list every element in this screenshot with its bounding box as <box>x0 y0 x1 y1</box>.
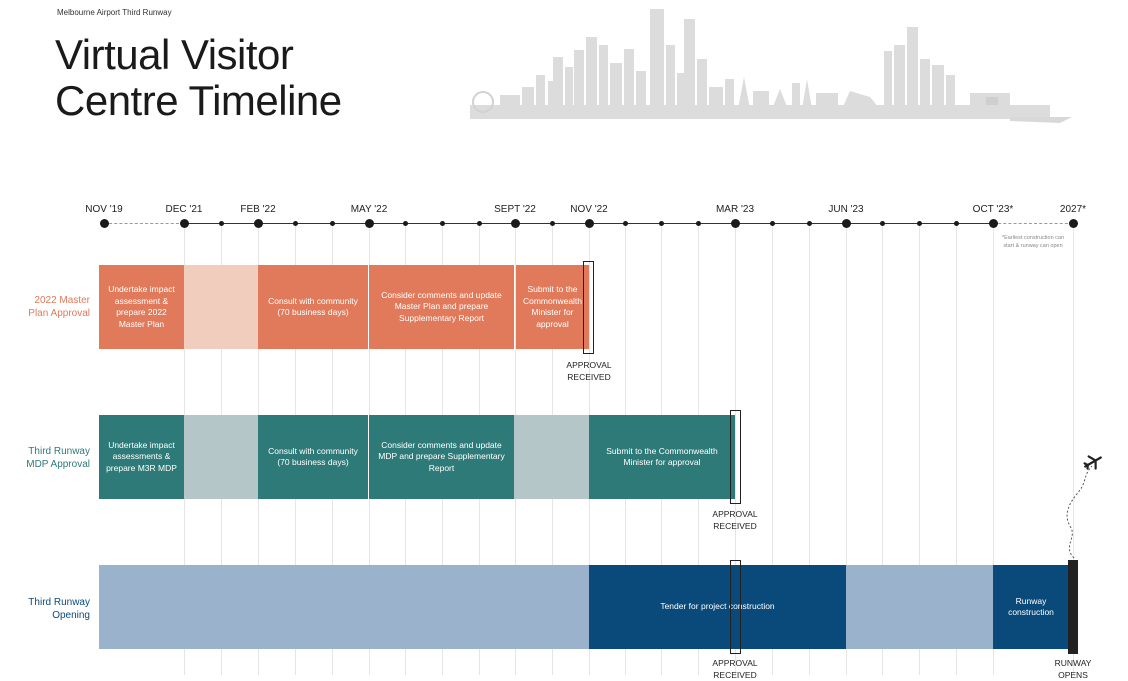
axis-dot-major <box>180 219 189 228</box>
master-plan-segment-assessment: Undertake impact assessment & prepare 20… <box>99 265 184 349</box>
axis-dot-major <box>989 219 998 228</box>
axis-dot-major <box>365 219 374 228</box>
axis-dot-minor <box>696 221 701 226</box>
axis-dot-minor <box>440 221 445 226</box>
axis-dashed-segment <box>993 223 1073 224</box>
milestone-line: RECEIVED <box>712 670 757 681</box>
axis-dot-major <box>100 219 109 228</box>
footnote: *Earliest construction can start & runwa… <box>998 234 1068 250</box>
axis-dot-minor <box>219 221 224 226</box>
axis-dot-minor <box>917 221 922 226</box>
tick-label-2027: 2027* <box>1060 204 1086 215</box>
tick-label-nov-19: NOV '19 <box>85 204 122 215</box>
runway-opens-label: RUNWAY OPENS <box>1055 658 1092 681</box>
tick-label-oct-23: OCT '23* <box>973 204 1014 215</box>
row-label-mdp: Third Runway MDP Approval <box>14 445 90 471</box>
tick-label-may-22: MAY '22 <box>351 204 388 215</box>
axis-dashed-segment <box>104 223 184 224</box>
axis-dot-major <box>1069 219 1078 228</box>
title-line-1: Virtual Visitor <box>55 32 342 78</box>
opening-segment-gap <box>846 565 993 649</box>
axis-dot-major <box>731 219 740 228</box>
axis-dot-minor <box>659 221 664 226</box>
axis-dot-minor <box>330 221 335 226</box>
axis-dot-major <box>254 219 263 228</box>
runway-opens-marker <box>1068 560 1078 654</box>
tick-label-mar-23: MAR '23 <box>716 204 754 215</box>
axis-dot-major <box>585 219 594 228</box>
master-plan-approval-label: APPROVAL RECEIVED <box>566 360 611 383</box>
opening-segment-construction: Runway construction <box>993 565 1069 649</box>
mdp-segment-assessment: Undertake impact assessments & prepare M… <box>99 415 184 499</box>
row-label-master-plan: 2022 Master Plan Approval <box>14 294 90 320</box>
opening-segment-lead <box>99 565 589 649</box>
city-skyline-icon <box>450 5 1075 123</box>
row-label-opening: Third Runway Opening <box>14 596 90 622</box>
mdp-gap <box>514 415 589 499</box>
milestone-line: RECEIVED <box>712 521 757 533</box>
page-title: Virtual Visitor Centre Timeline <box>55 32 342 124</box>
tick-label-nov-22: NOV '22 <box>570 204 607 215</box>
axis-dot-major <box>511 219 520 228</box>
tick-label-jun-23: JUN '23 <box>828 204 863 215</box>
opening-segment-tender: Tender for project construction <box>589 565 846 649</box>
tick-label-feb-22: FEB '22 <box>240 204 275 215</box>
axis-dot-minor <box>807 221 812 226</box>
milestone-line: OPENS <box>1055 670 1092 681</box>
milestone-line: RUNWAY <box>1055 658 1092 670</box>
milestone-line: APPROVAL <box>712 658 757 670</box>
axis-dot-minor <box>550 221 555 226</box>
mdp-segment-submit: Submit to the Commonwealth Minister for … <box>589 415 735 499</box>
axis-dot-minor <box>293 221 298 226</box>
mdp-segment-update: Consider comments and update MDP and pre… <box>369 415 514 499</box>
mdp-approval-marker <box>730 410 741 504</box>
axis-dot-minor <box>623 221 628 226</box>
opening-approval-label: APPROVAL RECEIVED <box>712 658 757 681</box>
mdp-approval-label: APPROVAL RECEIVED <box>712 509 757 532</box>
mdp-gap <box>184 415 258 499</box>
axis-dot-minor <box>880 221 885 226</box>
milestone-line: APPROVAL <box>566 360 611 372</box>
master-plan-segment-consult: Consult with community (70 business days… <box>258 265 368 349</box>
axis-dot-minor <box>403 221 408 226</box>
master-plan-segment-submit: Submit to the Commonwealth Minister for … <box>516 265 589 349</box>
axis-dot-minor <box>477 221 482 226</box>
axis-dot-major <box>842 219 851 228</box>
tick-label-dec-21: DEC '21 <box>166 204 203 215</box>
master-plan-segment-update: Consider comments and update Master Plan… <box>369 265 514 349</box>
master-plan-gap <box>184 265 258 349</box>
document-subtitle: Melbourne Airport Third Runway <box>57 8 172 17</box>
tick-label-sept-22: SEPT '22 <box>494 204 536 215</box>
milestone-line: RECEIVED <box>566 372 611 384</box>
axis-dot-minor <box>770 221 775 226</box>
airplane-icon <box>1060 450 1110 560</box>
opening-approval-marker <box>730 560 741 654</box>
mdp-segment-consult: Consult with community (70 business days… <box>258 415 368 499</box>
title-line-2: Centre Timeline <box>55 78 342 124</box>
master-plan-approval-marker <box>583 261 594 354</box>
milestone-line: APPROVAL <box>712 509 757 521</box>
axis-dot-minor <box>954 221 959 226</box>
